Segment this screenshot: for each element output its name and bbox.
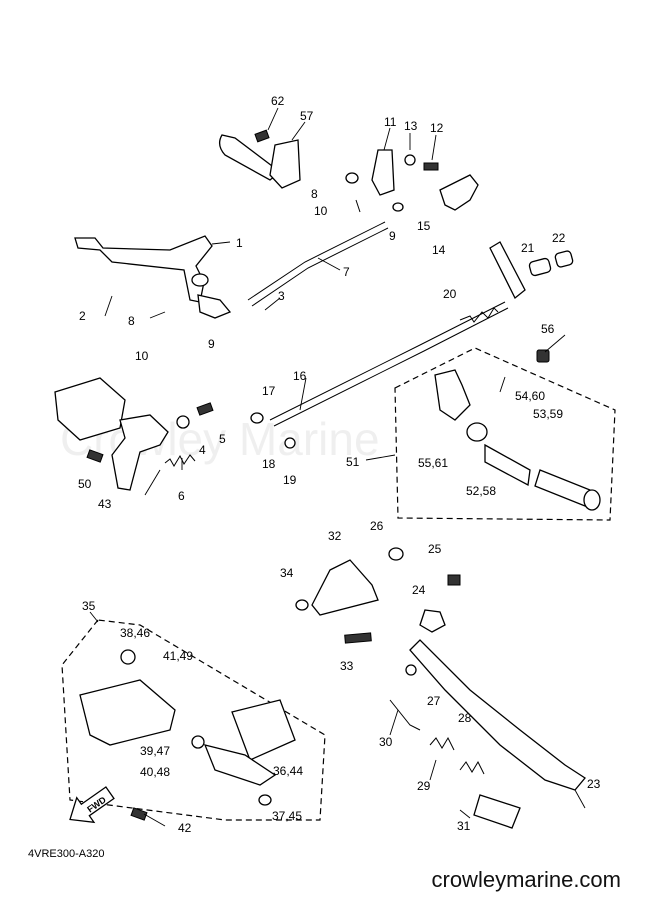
callout-54-60: 54,60 — [515, 389, 545, 403]
callout-25: 25 — [428, 542, 442, 556]
callout-36-44: 36,44 — [273, 764, 303, 778]
callout-40-48: 40,48 — [140, 765, 170, 779]
callout-17: 17 — [262, 384, 276, 398]
callout-15: 15 — [417, 219, 431, 233]
callout-56: 56 — [541, 322, 555, 336]
callout-10a: 10 — [314, 204, 328, 218]
callout-31: 31 — [457, 819, 471, 833]
callout-3: 3 — [278, 289, 285, 303]
callout-1: 1 — [236, 236, 243, 250]
footrest-assembly-box — [61, 619, 326, 821]
callout-labels: 62 57 11 13 12 8 10 9 15 14 1 7 22 21 2 … — [78, 94, 601, 835]
callout-28: 28 — [458, 711, 472, 725]
callout-23: 23 — [587, 777, 601, 791]
callout-30: 30 — [379, 735, 393, 749]
callout-10b: 10 — [135, 349, 149, 363]
callout-38-46: 38,46 — [120, 626, 150, 640]
callout-14: 14 — [432, 243, 446, 257]
callout-27: 27 — [427, 694, 441, 708]
callout-39-47: 39,47 — [140, 744, 170, 758]
front-footrest-group — [54, 377, 296, 491]
callout-51: 51 — [346, 455, 360, 469]
callout-12: 12 — [430, 121, 444, 135]
callout-7: 7 — [343, 265, 350, 279]
callout-18: 18 — [262, 457, 276, 471]
callout-43: 43 — [98, 497, 112, 511]
callout-34: 34 — [280, 566, 294, 580]
callout-21: 21 — [521, 241, 535, 255]
callout-4: 4 — [199, 443, 206, 457]
callout-6: 6 — [178, 489, 185, 503]
callout-52-58: 52,58 — [466, 484, 496, 498]
callout-33: 33 — [340, 659, 354, 673]
shift-arm-group — [345, 149, 479, 213]
callout-26: 26 — [370, 519, 384, 533]
callout-9b: 9 — [208, 337, 215, 351]
callout-19: 19 — [283, 473, 297, 487]
callout-8b: 8 — [128, 314, 135, 328]
callout-11: 11 — [384, 115, 397, 129]
callout-57: 57 — [300, 109, 314, 123]
callout-22: 22 — [552, 231, 566, 245]
callout-9a: 9 — [389, 229, 396, 243]
callout-24: 24 — [412, 583, 426, 597]
brake-pedal-group — [74, 221, 389, 319]
shift-rod-group — [269, 301, 509, 427]
callout-42: 42 — [178, 821, 192, 835]
callout-20: 20 — [443, 287, 457, 301]
callout-29: 29 — [417, 779, 431, 793]
callout-37-45: 37,45 — [272, 809, 302, 823]
callout-62: 62 — [271, 94, 285, 108]
leader-lines — [89, 107, 586, 827]
callout-50: 50 — [78, 477, 92, 491]
callout-5: 5 — [219, 432, 226, 446]
callout-13: 13 — [404, 119, 418, 133]
sidestand-group — [295, 547, 586, 829]
shift-link-group — [489, 241, 574, 300]
callout-16: 16 — [293, 369, 307, 383]
callout-53-59: 53,59 — [533, 407, 563, 421]
site-brand[interactable]: crowleymarine.com — [431, 867, 622, 892]
callout-35: 35 — [82, 599, 96, 613]
diagram-code: 4VRE300-A320 — [28, 848, 105, 860]
passenger-footrest-box — [394, 347, 616, 521]
rear-footpeg-group — [218, 129, 301, 189]
fwd-arrow-icon: FWD — [69, 786, 115, 824]
callout-55-61: 55,61 — [418, 456, 448, 470]
callout-32: 32 — [328, 529, 342, 543]
callout-41-49: 41,49 — [163, 649, 193, 663]
callout-8a: 8 — [311, 187, 318, 201]
callout-2: 2 — [79, 309, 86, 323]
